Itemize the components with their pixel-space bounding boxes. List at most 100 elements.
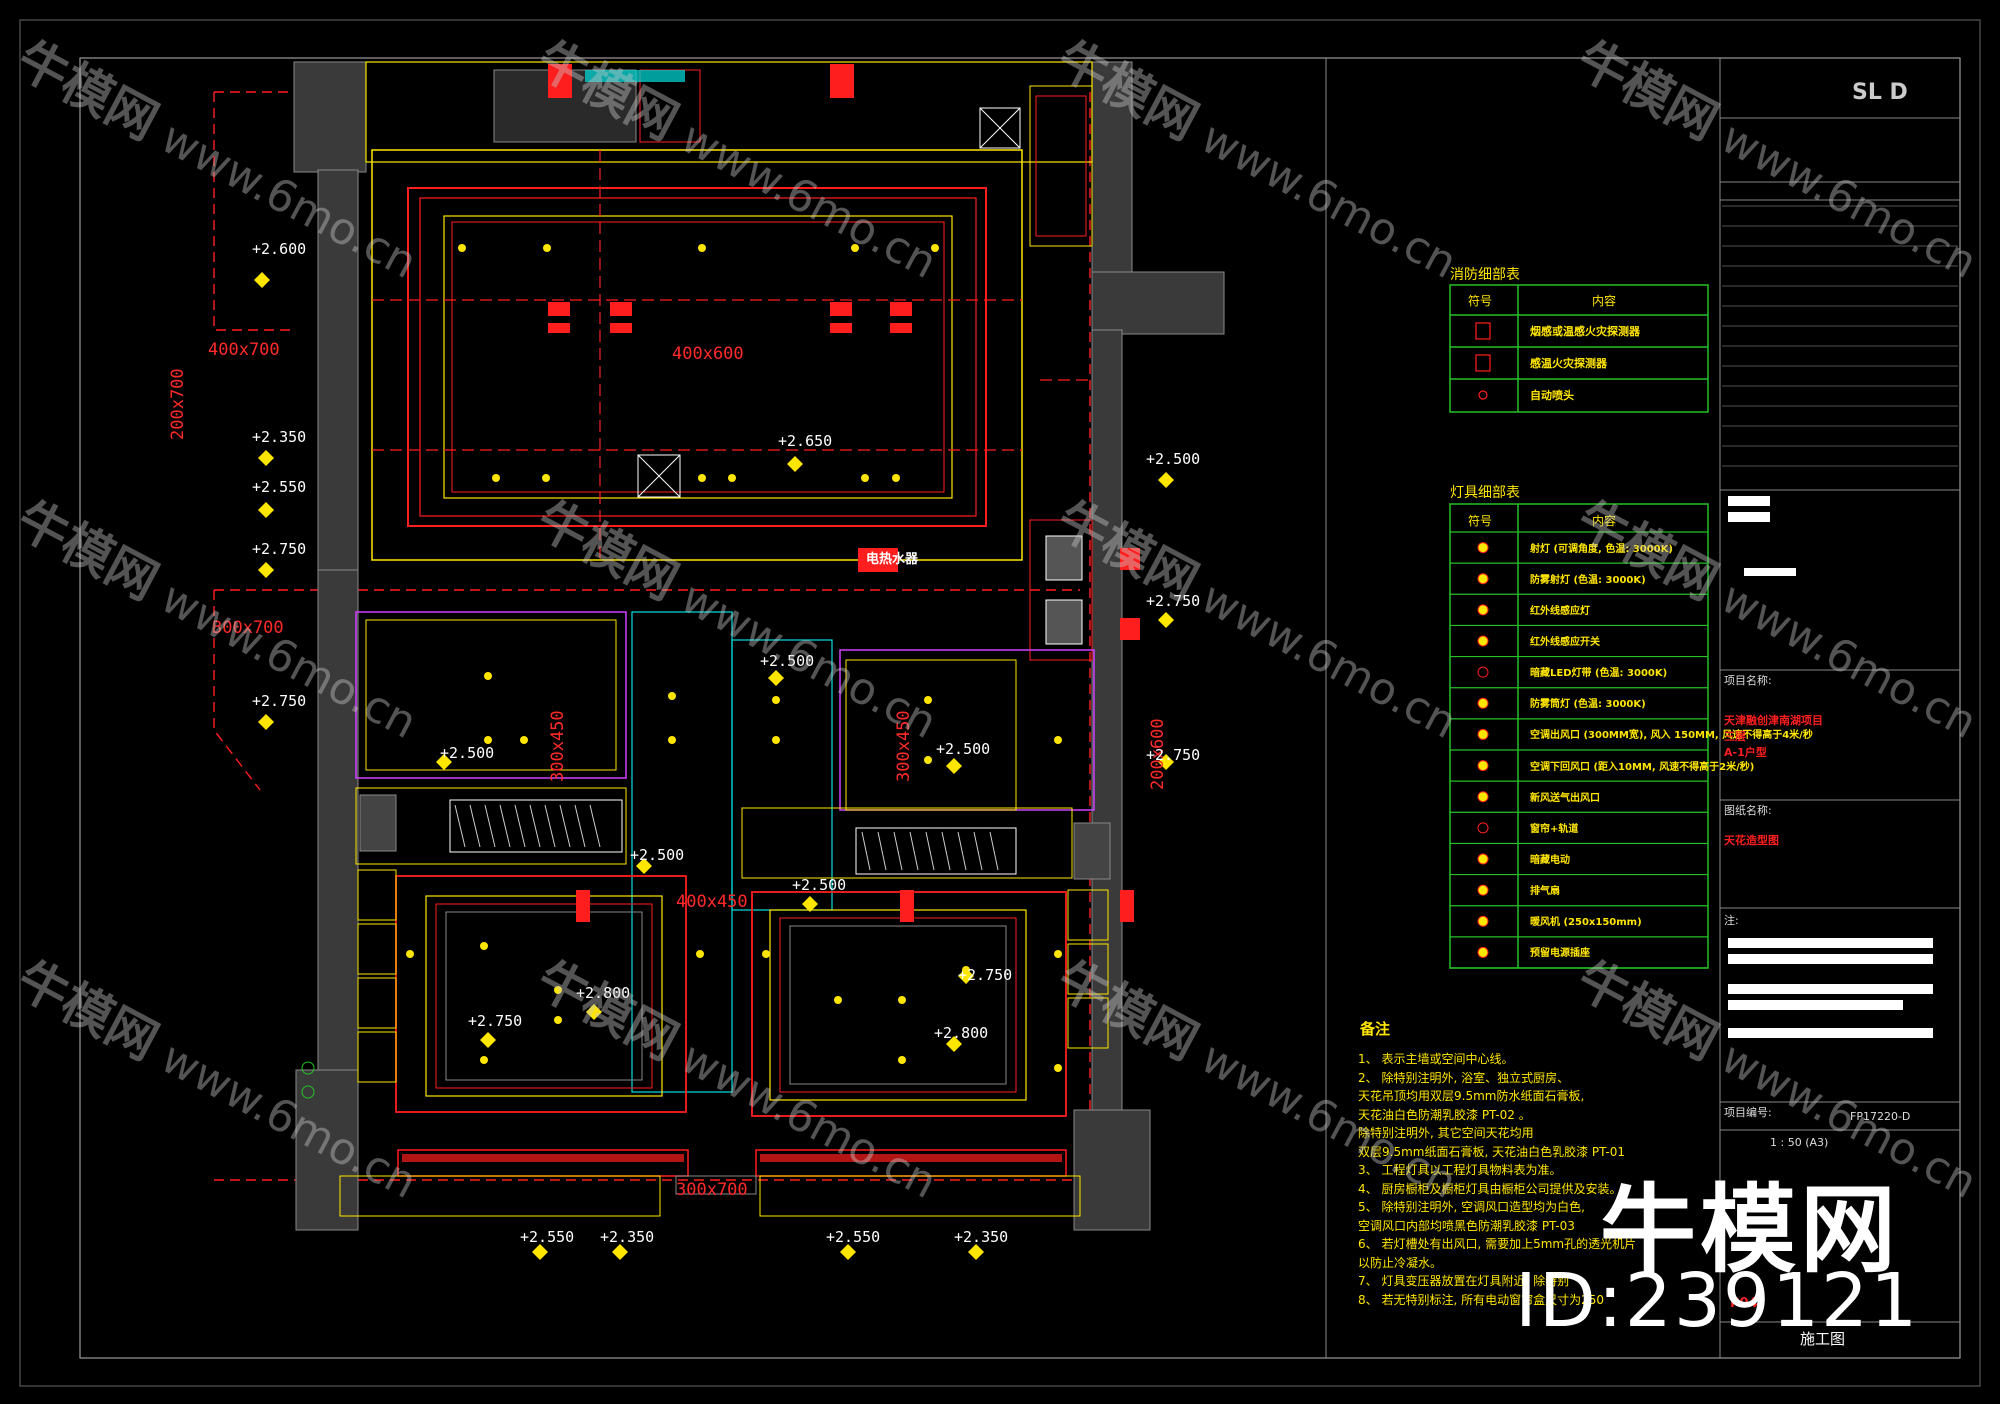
level-label: +2.800 <box>934 1024 989 1042</box>
note-line: 天花油白色防潮乳胶漆 PT-02 。 <box>1358 1107 1531 1122</box>
lamp-legend-header-symbol: 符号 <box>1468 514 1493 528</box>
project-no-label: 项目编号: <box>1724 1106 1772 1119</box>
note-line: 4、 厨房橱柜及橱柜灯具由橱柜公司提供及安装。 <box>1358 1181 1622 1196</box>
note-line: 1、 表示主墙或空间中心线。 <box>1358 1052 1514 1066</box>
drawing-label: 图纸名称: <box>1724 804 1772 817</box>
lamp-legend-row: 红外线感应灯 <box>1530 605 1590 617</box>
level-label: +2.500 <box>792 876 847 894</box>
lamp-legend-icon <box>1477 573 1489 585</box>
level-label: +2.500 <box>1146 450 1201 468</box>
dim-label: 400x600 <box>672 344 744 364</box>
project-name-3: A-1户型 <box>1724 746 1767 759</box>
level-label: +2.500 <box>760 652 815 670</box>
wardrobe-hatch <box>449 799 1017 875</box>
level-label: +2.750 <box>1146 746 1201 764</box>
level-markers <box>254 272 1174 1260</box>
bottom-balcony <box>339 1149 1081 1217</box>
level-label: +2.800 <box>576 984 631 1002</box>
lamp-legend-row: 暗藏电动 <box>1530 855 1570 866</box>
project-name-2: 三层 <box>1724 730 1746 743</box>
dim-label: 200x700 <box>168 368 188 440</box>
notes-title: 备注 <box>1360 1020 1391 1038</box>
level-label: +2.650 <box>778 432 833 450</box>
level-label: +2.350 <box>600 1228 655 1246</box>
level-label: +2.500 <box>630 846 685 864</box>
level-label: +2.750 <box>468 1012 523 1030</box>
project-no: FP17220-D <box>1850 1110 1911 1123</box>
fire-legend-row: 烟感或温感火灾探测器 <box>1530 325 1640 338</box>
living-room-ceiling <box>371 149 1023 561</box>
lower-rooms <box>355 611 1095 1093</box>
fire-legend-icon <box>1478 390 1488 400</box>
dim-label: 300x700 <box>212 618 284 638</box>
project-label: 项目名称: <box>1724 674 1772 687</box>
lamp-legend-header-content: 内容 <box>1592 514 1617 528</box>
fire-legend-row: 自动喷头 <box>1530 389 1574 402</box>
note-line: 空调风口内部均喷黑色防潮乳胶漆 PT-03 <box>1358 1218 1575 1233</box>
level-label: +2.550 <box>520 1228 575 1246</box>
dim-label: 400x700 <box>208 340 280 360</box>
fire-legend-title: 消防细部表 <box>1450 267 1520 283</box>
note-label: 注: <box>1724 914 1739 927</box>
lamp-legend-title: 灯具细部表 <box>1450 485 1520 501</box>
dim-label: 300x700 <box>676 1180 748 1200</box>
lamp-legend-icon <box>1477 760 1489 772</box>
lamp-legend-icon <box>1477 604 1489 616</box>
lamp-legend-row: 新风送气出风口 <box>1530 792 1600 804</box>
brand-logo: SL D <box>1852 80 1908 105</box>
lamp-legend-row: 预留电源插座 <box>1530 948 1590 960</box>
sheet-no: P04 <box>1730 1296 1758 1311</box>
fire-legend-table <box>1449 284 1709 413</box>
overlay-logo: 牛模网 <box>1600 1174 1900 1286</box>
dim-label: 300x450 <box>548 710 568 782</box>
level-label: +2.550 <box>252 478 307 496</box>
note-line: 5、 除特别注明外, 空调风口造型均为白色, <box>1358 1200 1585 1214</box>
fire-legend-header-content: 内容 <box>1592 294 1617 308</box>
fire-legend-row: 感温火灾探测器 <box>1530 357 1607 370</box>
sheet-inner-frame <box>79 57 1961 1359</box>
lamp-legend-icon <box>1477 884 1489 896</box>
fire-legend-icon <box>1475 354 1491 372</box>
lamp-legend-icon <box>1477 635 1489 647</box>
lamp-legend-row: 排气扇 <box>1530 886 1560 898</box>
air-vents <box>548 64 1140 640</box>
lamp-legend-row: 空调下回风口 (距入10MM, 风速不得高于2米/秒) <box>1530 761 1755 773</box>
lamp-legend-icon <box>1477 697 1489 709</box>
level-label: +2.500 <box>936 740 991 758</box>
level-label: +2.350 <box>252 428 307 446</box>
note-line: 2、 除特别注明外, 浴室、独立式厨房、 <box>1358 1070 1570 1085</box>
note-line: 3、 工程灯具以工程灯具物料表为准。 <box>1358 1163 1562 1177</box>
note-line: 6、 若灯槽处有出风口, 需要加上5mm孔的透光机片 <box>1358 1237 1637 1251</box>
lamp-legend-icon <box>1477 791 1489 803</box>
light-fixtures <box>406 244 1062 1072</box>
note-line: 7、 灯具变压器放置在灯具附近, 除特别 <box>1358 1274 1570 1288</box>
note-line: 双层9.5mm纸面石膏板, 天花油白色乳胶漆 PT-01 <box>1358 1144 1625 1159</box>
title-block <box>1720 117 1960 1323</box>
note-line: 以防止冷凝水。 <box>1358 1255 1443 1270</box>
level-label: +2.600 <box>252 240 307 258</box>
stage-label: 施工图 <box>1800 1330 1846 1348</box>
lamp-legend-icon <box>1477 666 1489 678</box>
level-label: +2.750 <box>252 692 307 710</box>
scale: 1 : 50 (A3) <box>1770 1136 1829 1149</box>
dim-label: 400x450 <box>676 892 748 912</box>
lamp-legend-row: 防雾射灯 (色温: 3000K) <box>1530 574 1646 586</box>
lamp-legend-row: 空调出风口 (300MM宽), 风入 150MM, 风速不得高于4米/秒 <box>1530 730 1813 742</box>
walls <box>293 61 1225 1231</box>
lamp-legend-row: 窗帘+轨道 <box>1530 823 1579 835</box>
lamp-legend-row: 暖风机 (250x150mm) <box>1530 917 1642 929</box>
lamp-legend-icon <box>1477 542 1489 554</box>
lamp-legend-icon <box>1477 853 1489 865</box>
level-label: +2.750 <box>252 540 307 558</box>
lamp-legend-icon <box>1477 822 1489 834</box>
lamp-legend-row: 暗藏LED灯带 (色温: 3000K) <box>1530 668 1668 680</box>
drawing-name: 天花造型图 <box>1724 834 1779 847</box>
level-label: +2.500 <box>440 744 495 762</box>
lamp-legend-icon <box>1477 915 1489 927</box>
project-name-1: 天津融创津南湖项目 <box>1724 714 1823 727</box>
lamp-legend-row: 红外线感应开关 <box>1530 637 1600 648</box>
lamp-legend-icon <box>1477 728 1489 740</box>
level-label: +2.750 <box>958 966 1013 984</box>
note-line: 除特别注明外, 其它空间天花均用 <box>1358 1126 1534 1140</box>
